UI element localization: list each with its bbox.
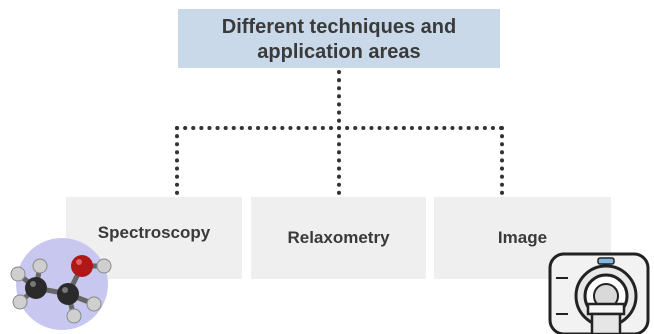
- root-node-label: Different techniques and application are…: [221, 15, 457, 63]
- branch-node-label: Spectroscopy: [97, 223, 211, 242]
- mri-scanner-icon: [548, 252, 650, 334]
- root-node: Different techniques and application are…: [178, 9, 500, 68]
- molecule-icon: [10, 238, 112, 330]
- branch-node-label: Relaxometry: [287, 228, 390, 247]
- branch-node-relaxometry: Relaxometry: [251, 197, 426, 279]
- branch-node-label: Image: [497, 228, 548, 247]
